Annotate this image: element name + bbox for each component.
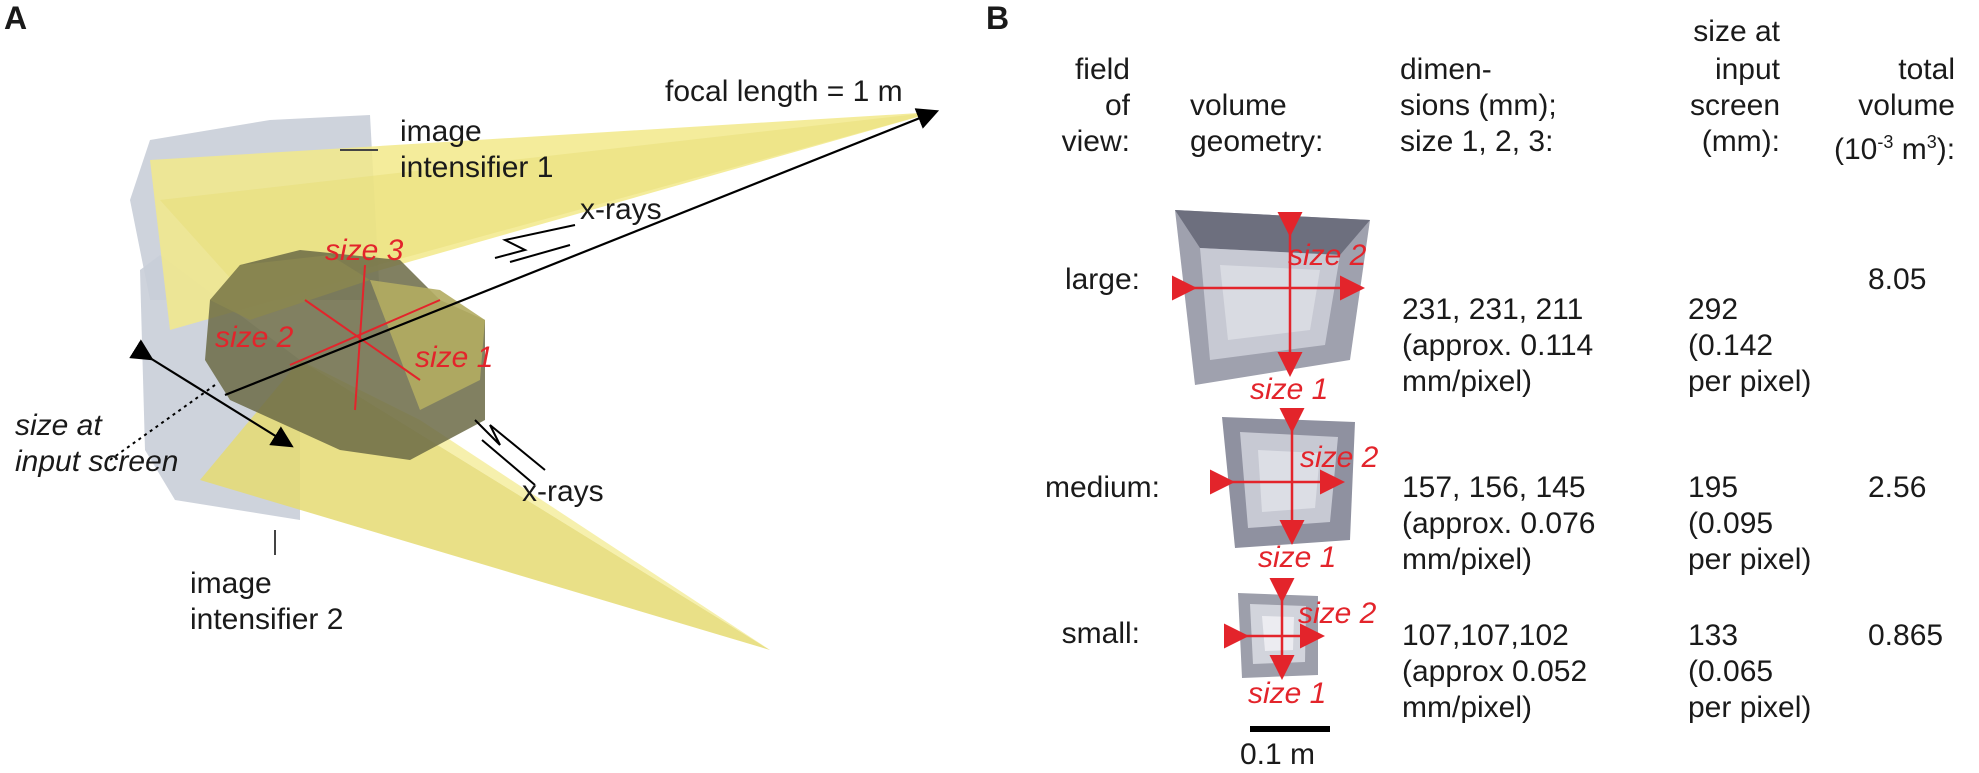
image-intensifier-1-line2: intensifier 1 <box>400 151 554 184</box>
x-rays-label-bottom: x-rays <box>522 475 604 508</box>
panel-b-letter: B <box>986 0 1010 36</box>
row-medium-input-1: 195 <box>1688 471 1739 504</box>
row-small-dims-2: (approx 0.052 <box>1402 655 1588 688</box>
focal-length-label: focal length = 1 m <box>665 75 903 108</box>
row-medium-dims-3: mm/pixel) <box>1402 543 1533 576</box>
header-dims-1: dimen- <box>1400 53 1492 86</box>
image-intensifier-1-line1: image <box>400 115 482 148</box>
x-rays-arrow-bottom <box>474 419 546 471</box>
row-small-dims-1: 107,107,102 <box>1402 619 1569 652</box>
medium-size-2-label: size 2 <box>1300 441 1379 474</box>
x-rays-label-top: x-rays <box>580 193 662 226</box>
header-input-2: input <box>1714 53 1780 86</box>
header-fov-2: of <box>1104 89 1130 122</box>
row-large-dims-2: (approx. 0.114 <box>1402 329 1594 362</box>
row-large-dims-1: 231, 231, 211 <box>1402 293 1584 326</box>
large-volume-geometry <box>1172 210 1370 385</box>
size-2-label: size 2 <box>215 321 294 354</box>
row-medium-dims-1: 157, 156, 145 <box>1402 471 1586 504</box>
row-large-input-2: (0.142 <box>1688 329 1774 362</box>
medium-volume-geometry <box>1210 408 1355 548</box>
row-medium-input-3: per pixel) <box>1688 543 1812 576</box>
small-size-1-label: size 1 <box>1248 677 1327 710</box>
header-dims-3: size 1, 2, 3: <box>1400 125 1554 158</box>
panel-a-letter: A <box>4 0 28 36</box>
header-input-4: (mm): <box>1701 125 1780 158</box>
row-large-input-1: 292 <box>1688 293 1739 326</box>
header-fov-3: view: <box>1061 125 1130 158</box>
row-small-input-3: per pixel) <box>1688 691 1812 724</box>
small-volume-geometry <box>1224 578 1325 680</box>
input-screen-label-line2: input screen <box>15 445 179 478</box>
x-rays-arrow-top <box>494 224 576 259</box>
input-screen-size-arrow <box>129 339 294 448</box>
image-intensifier-2-line1: image <box>190 567 272 600</box>
row-medium-volume: 2.56 <box>1868 471 1927 504</box>
row-medium-dims-2: (approx. 0.076 <box>1402 507 1596 540</box>
row-small-fov: small: <box>1061 617 1140 650</box>
size-1-label: size 1 <box>415 341 494 374</box>
large-size-1-label: size 1 <box>1250 373 1329 406</box>
row-medium-input-2: (0.095 <box>1688 507 1774 540</box>
small-size-2-label: size 2 <box>1298 597 1377 630</box>
header-geometry-1: volume <box>1190 89 1287 122</box>
scale-bar-label: 0.1 m <box>1240 738 1316 771</box>
header-input-3: screen <box>1689 89 1780 122</box>
focal-ray-arrow <box>224 108 940 397</box>
row-large-input-3: per pixel) <box>1688 365 1812 398</box>
large-size-2-label: size 2 <box>1288 239 1367 272</box>
image-intensifier-2-line2: intensifier 2 <box>190 603 344 636</box>
row-medium-fov: medium: <box>1044 471 1160 504</box>
size-3-label: size 3 <box>325 234 404 267</box>
row-large-dims-3: mm/pixel) <box>1402 365 1533 398</box>
row-small-volume: 0.865 <box>1868 619 1944 652</box>
medium-size-1-label: size 1 <box>1258 541 1337 574</box>
row-large-fov: large: <box>1064 263 1140 296</box>
row-small-input-1: 133 <box>1688 619 1739 652</box>
header-input-1: size at <box>1693 15 1780 48</box>
header-volume-1: total <box>1898 53 1955 86</box>
row-small-input-2: (0.065 <box>1688 655 1774 688</box>
row-large-volume: 8.05 <box>1868 263 1927 296</box>
header-geometry-2: geometry: <box>1190 125 1324 158</box>
input-screen-label-line1: size at <box>15 409 102 442</box>
header-volume-unit: (10-3 m3): <box>1834 132 1956 166</box>
header-volume-2: volume <box>1858 89 1955 122</box>
row-small-dims-3: mm/pixel) <box>1402 691 1533 724</box>
header-dims-2: sions (mm); <box>1400 89 1557 122</box>
header-fov-1: field <box>1074 53 1130 86</box>
